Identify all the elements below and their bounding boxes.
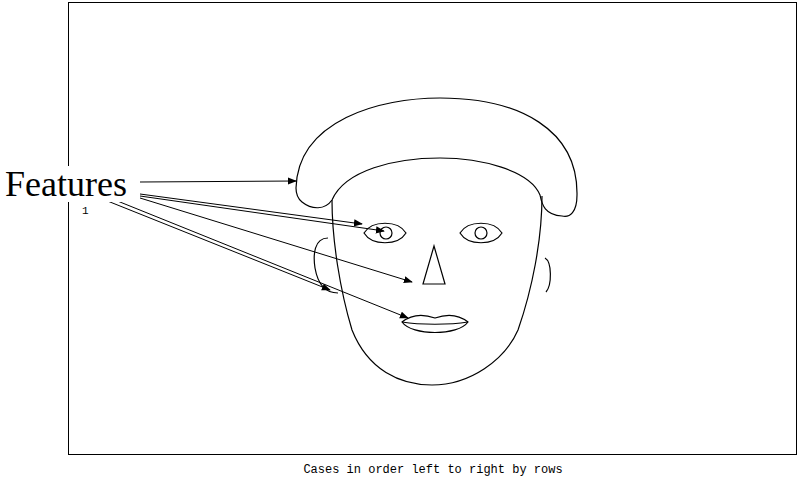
plot-frame xyxy=(69,3,797,455)
right-eye xyxy=(460,223,502,243)
right-ear xyxy=(545,258,550,292)
feature-label: Features xyxy=(3,166,129,202)
face-outline xyxy=(332,196,542,385)
mouth xyxy=(402,315,468,332)
hair-shape xyxy=(296,98,577,216)
left-pupil xyxy=(380,227,392,239)
case-number: 1 xyxy=(82,206,89,217)
mouth-line xyxy=(402,322,468,324)
caption: Cases in order left to right by rows xyxy=(303,464,562,476)
nose xyxy=(423,246,445,284)
right-pupil xyxy=(475,227,487,239)
left-eye xyxy=(364,223,406,243)
leader-lines xyxy=(100,181,412,318)
